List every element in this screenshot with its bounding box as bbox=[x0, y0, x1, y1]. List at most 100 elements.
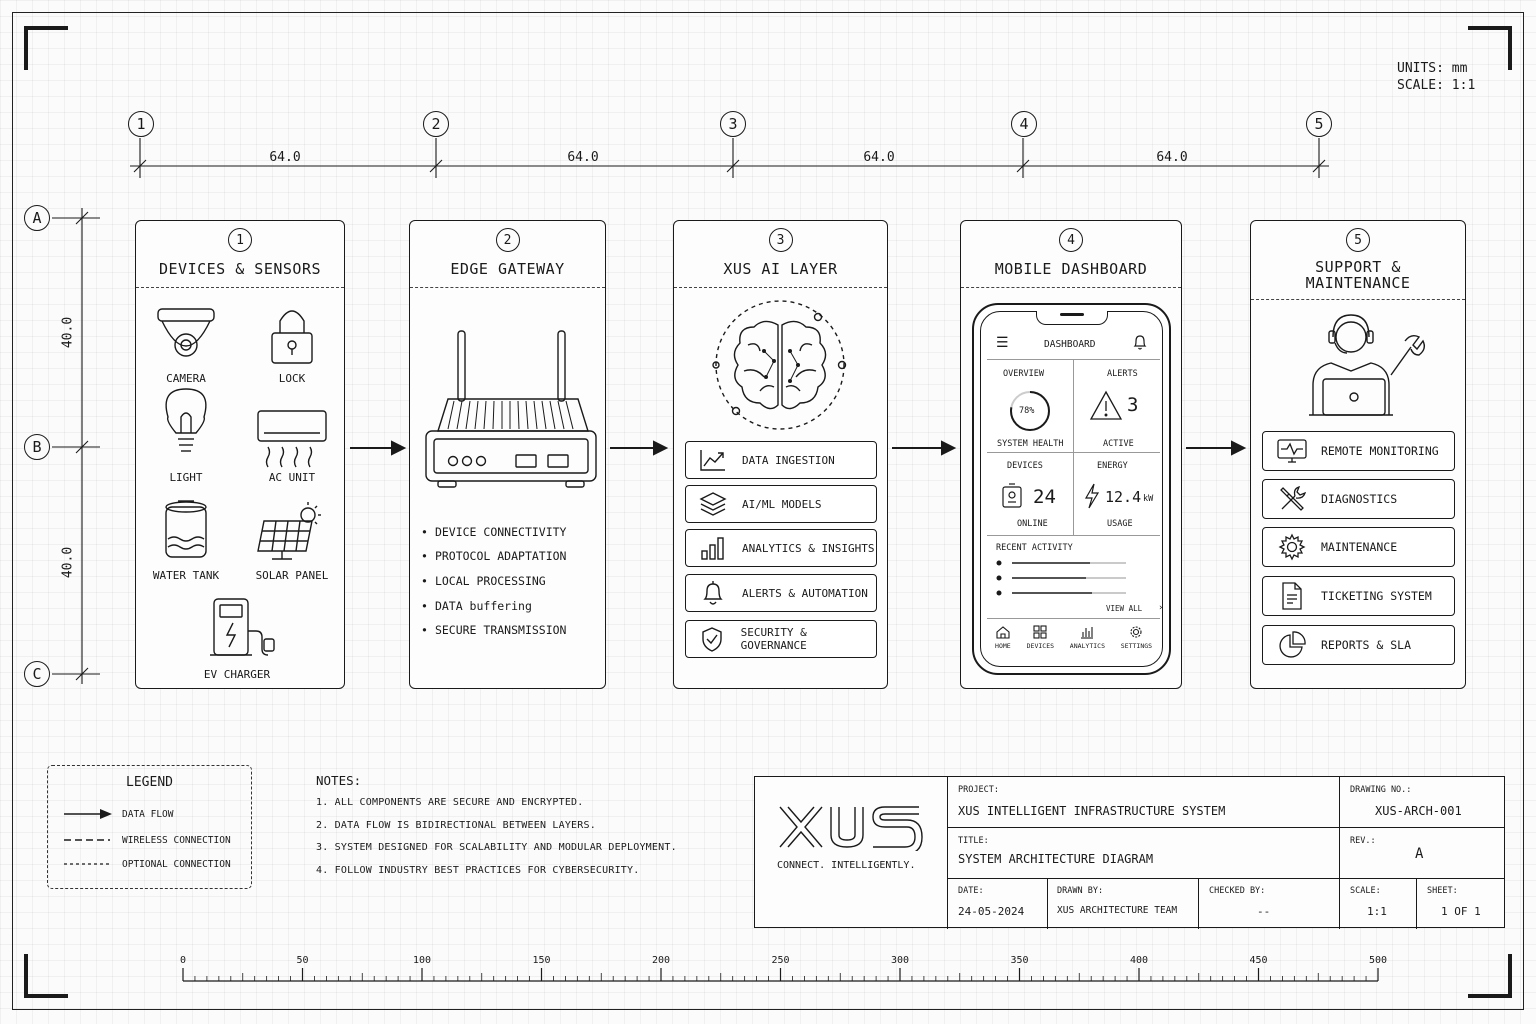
analytics-icon bbox=[1081, 627, 1094, 639]
legend-data-flow: DATA FLOW bbox=[122, 809, 174, 820]
ruler-label: 250 bbox=[771, 955, 790, 966]
card-divider bbox=[410, 287, 605, 288]
nav-analytics[interactable]: ANALYTICS bbox=[1070, 625, 1105, 661]
project-label: PROJECT: bbox=[958, 785, 999, 795]
nav-divider bbox=[987, 618, 1160, 619]
xus-logo bbox=[779, 806, 923, 851]
ruler-label: 450 bbox=[1249, 955, 1268, 966]
bottom-nav: HOME DEVICES ANALYTICS SETTINGS bbox=[987, 625, 1160, 661]
mobile-dashboard-card: 4 MOBILE DASHBOARD ☰ DASHBOARD OVERVIEW … bbox=[960, 220, 1182, 689]
overview-label: OVERVIEW bbox=[1003, 369, 1044, 379]
ruler-label: 0 bbox=[179, 955, 187, 966]
dimension-label: 64.0 bbox=[863, 150, 895, 165]
alerts-label: ALERTS bbox=[1107, 369, 1138, 379]
project-value: XUS INTELLIGENT INFRASTRUCTURE SYSTEM bbox=[958, 804, 1226, 818]
bar-chart-icon bbox=[686, 535, 740, 561]
device-label-ev-charger: EV CHARGER bbox=[203, 668, 271, 681]
tb-divider bbox=[1416, 878, 1417, 929]
view-all-link[interactable]: VIEW ALL bbox=[1106, 604, 1143, 613]
support-maintenance[interactable]: MAINTENANCE bbox=[1262, 527, 1455, 567]
ai-feature-security[interactable]: SECURITY & GOVERNANCE bbox=[685, 620, 877, 658]
grid-column-5: 5 bbox=[1306, 111, 1332, 137]
logo-tagline: CONNECT. INTELLIGENTLY. bbox=[777, 860, 916, 871]
support-agent-icon bbox=[1309, 314, 1426, 416]
drawing-no-label: DRAWING NO.: bbox=[1350, 785, 1412, 795]
devices-caption: ONLINE bbox=[1017, 519, 1048, 529]
tb-divider bbox=[947, 777, 948, 929]
feature-label: AI/ML MODELS bbox=[742, 497, 822, 511]
device-label-water-tank: WATER TANK bbox=[152, 569, 220, 582]
gateway-bullet: SECURE TRANSMISSION bbox=[421, 623, 567, 637]
scale-ruler bbox=[182, 968, 1379, 982]
legend-optional: OPTIONAL CONNECTION bbox=[122, 859, 231, 870]
note-4: 4. FOLLOW INDUSTRY BEST PRACTICES FOR CY… bbox=[316, 865, 640, 876]
grid-icon bbox=[1033, 625, 1047, 639]
layers-icon bbox=[686, 491, 740, 517]
corner-mark-top-right bbox=[1468, 26, 1512, 70]
date-label: DATE: bbox=[958, 886, 984, 896]
menu-icon[interactable]: ☰ bbox=[996, 335, 1009, 351]
checked-by-value: -- bbox=[1257, 905, 1271, 918]
support-ticketing[interactable]: TICKETING SYSTEM bbox=[1262, 576, 1455, 616]
document-icon bbox=[1263, 581, 1321, 611]
device-label-solar-panel: SOLAR PANEL bbox=[255, 569, 329, 582]
nav-home[interactable]: HOME bbox=[995, 625, 1011, 661]
device-label-camera: CAMERA bbox=[166, 372, 206, 385]
support-maintenance-card: 5 SUPPORT & MAINTENANCE REMOTE MONITORIN… bbox=[1250, 220, 1466, 689]
legend-title: LEGEND bbox=[126, 775, 173, 790]
trend-chart-icon bbox=[686, 448, 740, 472]
router-icon bbox=[425, 330, 597, 488]
device-icons bbox=[157, 308, 327, 656]
card-title: XUS AI LAYER bbox=[723, 260, 838, 278]
ruler-label: 300 bbox=[890, 955, 910, 966]
gateway-bullet: PROTOCOL ADAPTATION bbox=[421, 549, 567, 563]
grid-row-a: A bbox=[24, 205, 50, 231]
device-label-lock: LOCK bbox=[278, 372, 306, 385]
card-number: 5 bbox=[1346, 228, 1370, 252]
nav-devices[interactable]: DEVICES bbox=[1027, 625, 1054, 661]
title-value: SYSTEM ARCHITECTURE DIAGRAM bbox=[958, 852, 1154, 866]
note-1: 1. ALL COMPONENTS ARE SECURE AND ENCRYPT… bbox=[316, 797, 584, 808]
support-remote-monitoring[interactable]: REMOTE MONITORING bbox=[1262, 431, 1455, 471]
nav-label: HOME bbox=[995, 642, 1011, 650]
devices-value: 24 bbox=[1033, 486, 1056, 508]
support-label: MAINTENANCE bbox=[1321, 540, 1398, 554]
corner-mark-bottom-left bbox=[24, 954, 68, 998]
corner-mark-bottom-right bbox=[1468, 954, 1512, 998]
support-reports[interactable]: REPORTS & SLA bbox=[1262, 625, 1455, 665]
drawing-frame bbox=[12, 12, 1524, 1010]
monitor-pulse-icon bbox=[1263, 438, 1321, 464]
grid-divider bbox=[1073, 360, 1074, 536]
legend-line-samples bbox=[64, 809, 112, 865]
title-label: TITLE: bbox=[958, 836, 989, 846]
date-value: 24-05-2024 bbox=[958, 905, 1025, 918]
checked-by-label: CHECKED BY: bbox=[1209, 886, 1266, 896]
ai-feature-analytics[interactable]: ANALYTICS & INSIGHTS bbox=[685, 529, 877, 567]
tb-divider bbox=[947, 878, 1505, 879]
sheet-label: SHEET: bbox=[1427, 886, 1458, 896]
energy-value: 12.4 bbox=[1105, 488, 1142, 506]
health-caption: SYSTEM HEALTH bbox=[997, 439, 1064, 449]
card-number: 4 bbox=[1059, 228, 1083, 252]
ai-feature-ml-models[interactable]: AI/ML MODELS bbox=[685, 485, 877, 523]
ai-feature-data-ingestion[interactable]: DATA INGESTION bbox=[685, 441, 877, 479]
device-label-ac-unit: AC UNIT bbox=[268, 471, 316, 484]
lock-icon bbox=[271, 310, 313, 364]
ev-charger-icon bbox=[210, 598, 275, 656]
chevron-right-icon[interactable]: › bbox=[1158, 603, 1164, 613]
notification-bell-icon[interactable] bbox=[1132, 333, 1148, 351]
nav-settings[interactable]: SETTINGS bbox=[1121, 625, 1152, 661]
gear-icon bbox=[1130, 626, 1142, 638]
health-gauge bbox=[1010, 391, 1050, 431]
devices-sensors-card: 1 DEVICES & SENSORS bbox=[135, 220, 345, 689]
ruler-label: 50 bbox=[296, 955, 309, 966]
phone-frame: ☰ DASHBOARD OVERVIEW 78% SYSTEM HEALTH A… bbox=[972, 303, 1171, 675]
ai-feature-alerts[interactable]: ALERTS & AUTOMATION bbox=[685, 574, 877, 612]
camera-icon bbox=[157, 308, 215, 357]
ac-unit-icon bbox=[257, 410, 327, 468]
alerts-caption: ACTIVE bbox=[1103, 439, 1134, 449]
ruler-label: 500 bbox=[1368, 955, 1388, 966]
support-diagnostics[interactable]: DIAGNOSTICS bbox=[1262, 479, 1455, 519]
